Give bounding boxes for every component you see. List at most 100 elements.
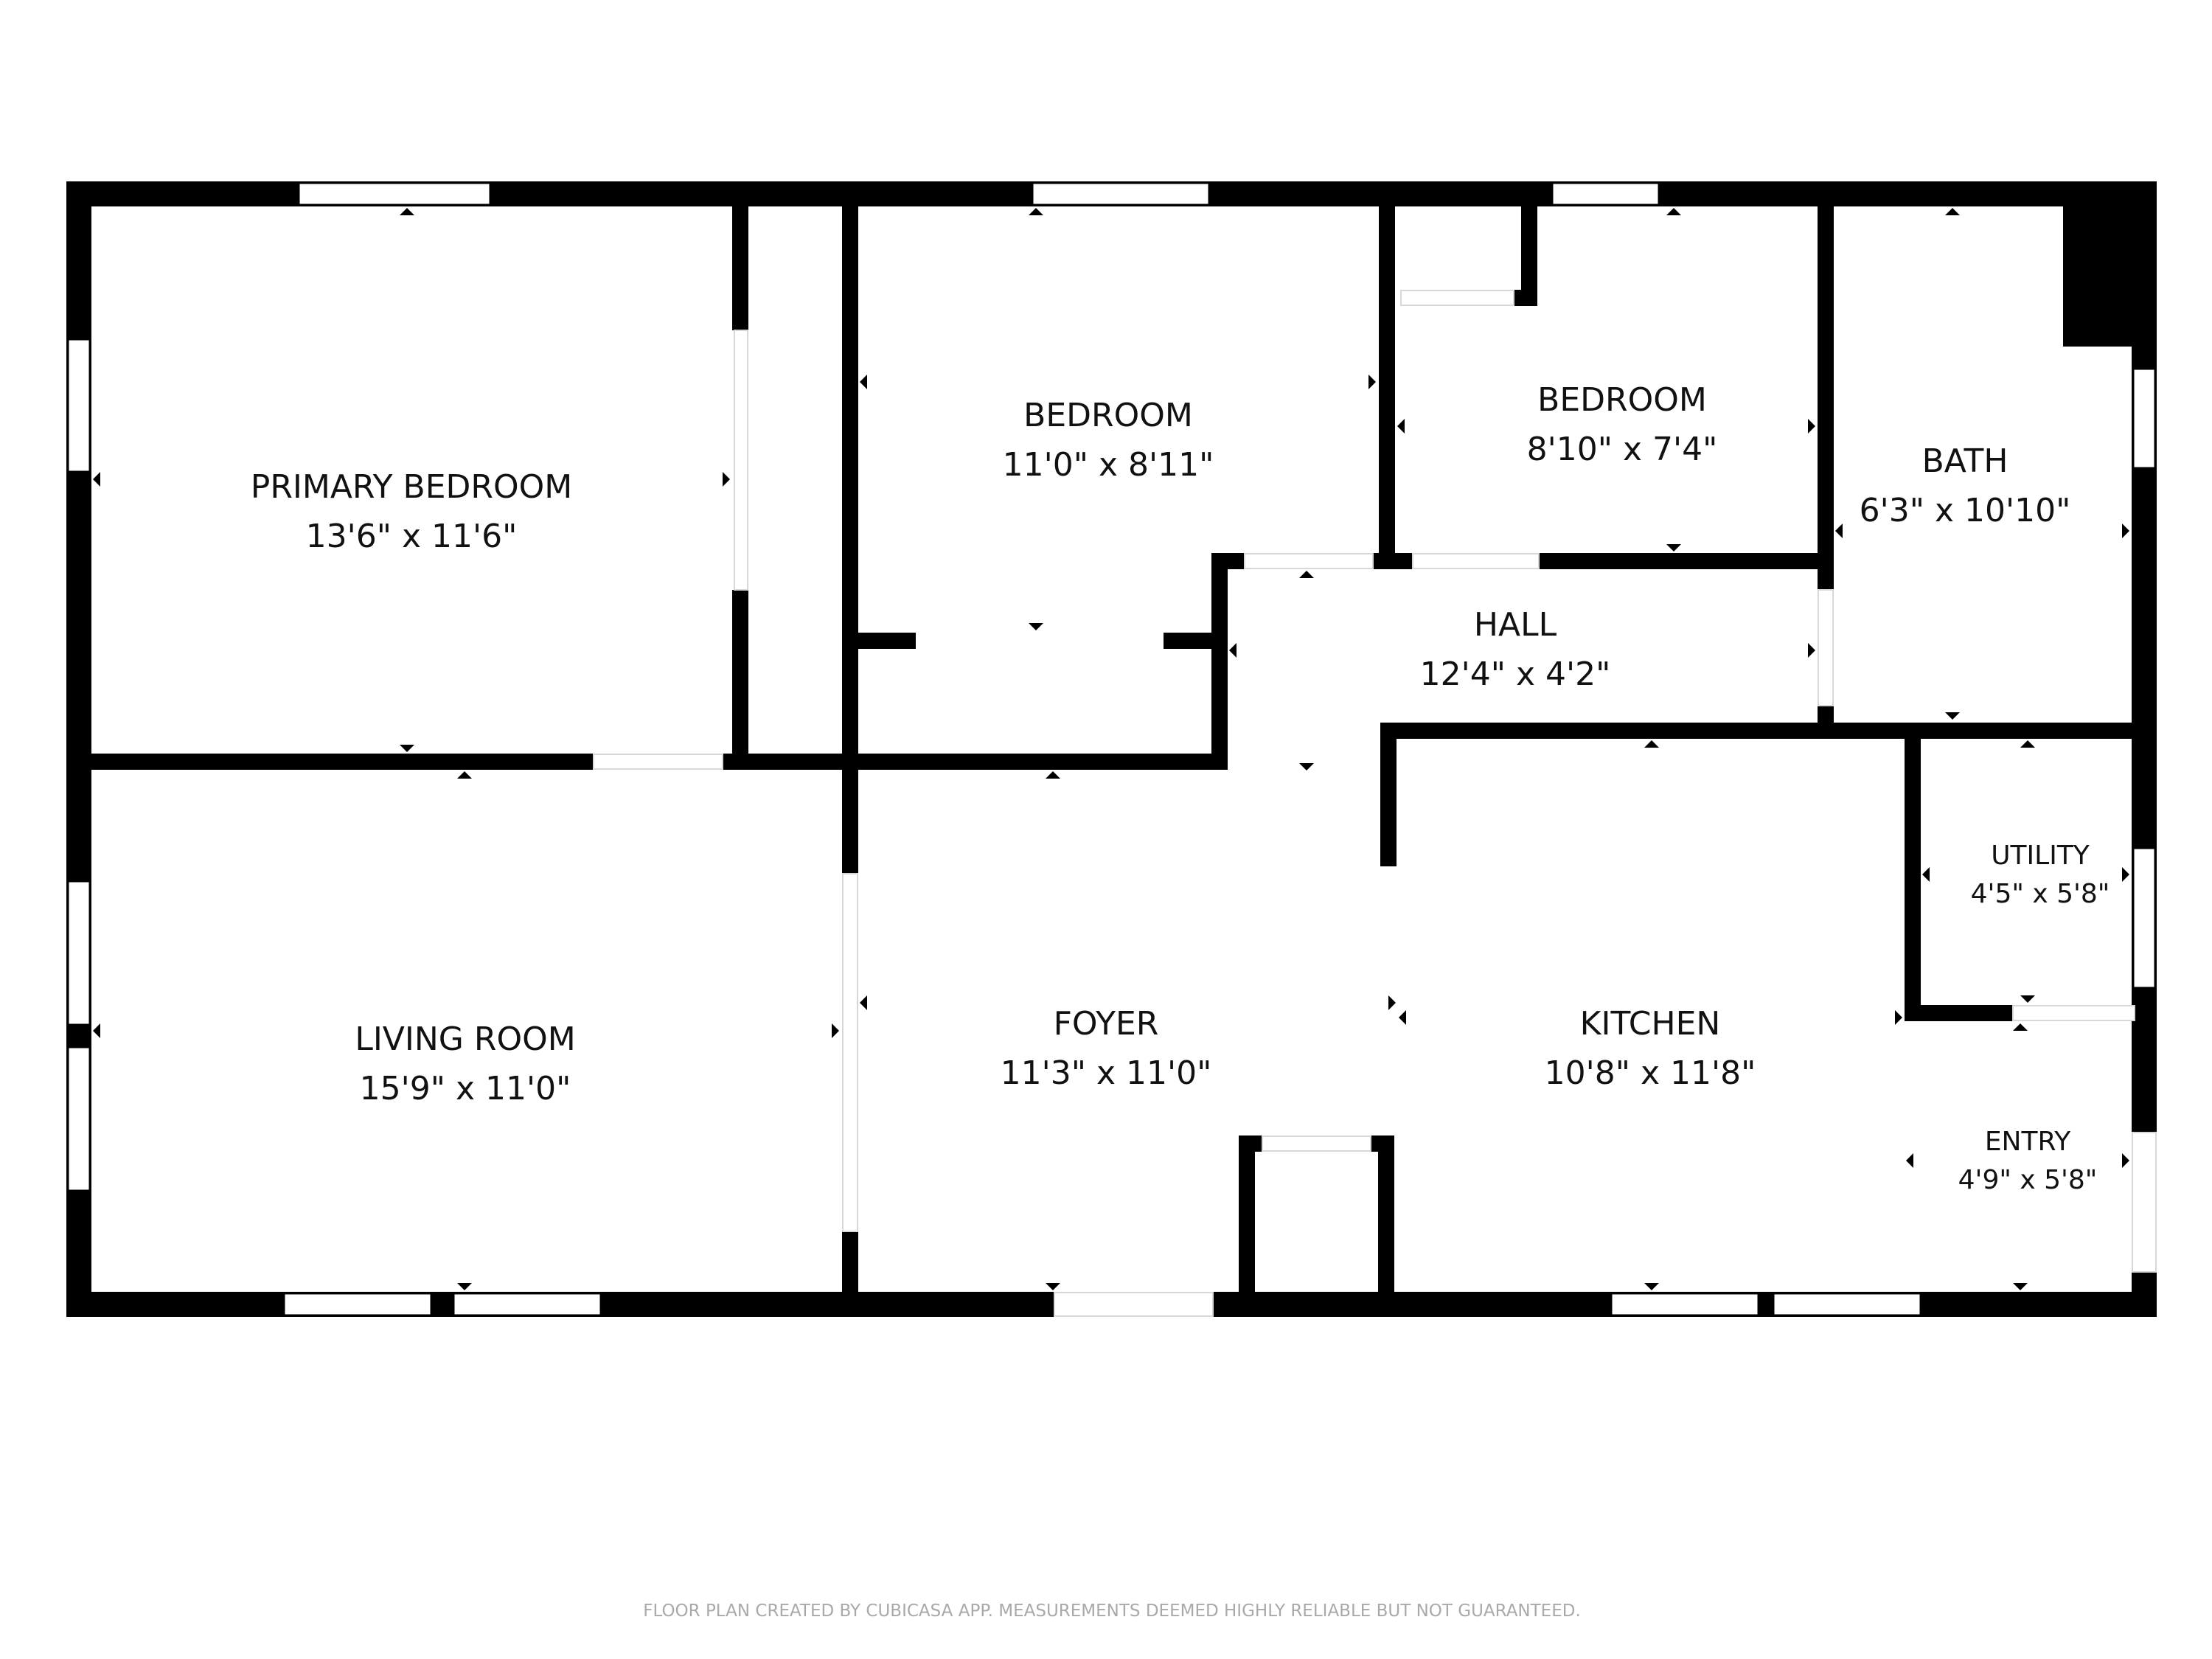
wall-foyer-closet-left [1239, 1135, 1255, 1317]
threshold [2012, 1005, 2135, 1021]
threshold [1054, 1292, 1214, 1317]
arrow-marker [1388, 995, 1396, 1010]
room-dimensions: 4'5" x 5'8" [1971, 879, 2110, 909]
arrow-marker [1808, 643, 1815, 658]
arrow-marker [1808, 419, 1815, 434]
arrow-marker [1644, 1283, 1659, 1290]
wall-closet-foyer [723, 754, 1228, 770]
room-dimensions: 13'6" x 11'6" [306, 518, 518, 555]
arrow-marker [1229, 643, 1237, 658]
wall-closet2-bottom [1514, 290, 1537, 306]
window [452, 1292, 602, 1317]
arrow-marker [2020, 995, 2035, 1003]
arrow-marker [457, 1283, 472, 1290]
outer-wall-right-lower [2132, 1272, 2157, 1317]
window [1772, 1292, 1922, 1317]
wall-primary-closet-lower [732, 590, 748, 759]
arrow-marker [93, 1023, 100, 1038]
threshold [1262, 1135, 1371, 1152]
arrow-marker [457, 771, 472, 779]
threshold [1244, 553, 1374, 569]
room-name: FOYER [1054, 1005, 1159, 1043]
wall-utility-left [1905, 737, 1921, 1021]
window [1031, 181, 1211, 206]
arrow-marker [1397, 419, 1405, 434]
wall-bedroom-hall [1211, 553, 1228, 770]
window [66, 880, 91, 1026]
room-dimensions: 12'4" x 4'2" [1420, 655, 1611, 693]
room-dimensions: 6'3" x 10'10" [1860, 492, 2071, 529]
wall-bath-left [1818, 206, 1834, 590]
wall-hall-top-mid [1373, 553, 1413, 569]
window [2132, 846, 2157, 990]
corner-block [2063, 181, 2157, 347]
room-name: BEDROOM [1023, 397, 1193, 434]
arrow-marker [1666, 208, 1681, 215]
windows [66, 181, 2157, 1317]
wall-living-foyer-lower [842, 1231, 858, 1312]
arrow-marker [1945, 208, 1960, 215]
arrow-marker [1046, 771, 1060, 779]
wall-foyer-closet-top-right [1371, 1135, 1394, 1152]
arrow-marker [2013, 1023, 2028, 1031]
threshold [1400, 290, 1514, 306]
threshold [842, 873, 858, 1232]
wall-hall-top-left [1211, 553, 1245, 569]
wall-closet-stub-right [1164, 633, 1214, 649]
arrow-marker [400, 745, 414, 752]
room-dimensions: 11'0" x 8'11" [1003, 446, 1214, 484]
wall-hall-top-right [1539, 553, 1820, 569]
wall-closet-stub-left [858, 633, 916, 649]
arrow-marker [1906, 1153, 1913, 1168]
wall-closet2-right [1521, 206, 1537, 306]
arrow-marker [1046, 1283, 1060, 1290]
threshold [1412, 553, 1540, 569]
arrow-marker [1299, 571, 1314, 578]
arrow-marker [1922, 867, 1930, 882]
wall-utility-bottom [1905, 1005, 2013, 1021]
dimension-markers [93, 208, 2129, 1290]
arrow-marker [1399, 1010, 1406, 1025]
room-name: PRIMARY BEDROOM [251, 468, 572, 506]
arrow-marker [2122, 867, 2129, 882]
window [1610, 1292, 1760, 1317]
room-labels: PRIMARY BEDROOM 13'6" x 11'6" BEDROOM 11… [251, 381, 2110, 1195]
room-name: LIVING ROOM [355, 1020, 575, 1058]
arrow-marker [2013, 1283, 2028, 1290]
room-name: HALL [1474, 606, 1557, 644]
room-dimensions: 4'9" x 5'8" [1958, 1165, 2098, 1195]
threshold [1818, 589, 1834, 706]
window [297, 181, 492, 206]
arrow-marker [2122, 1153, 2129, 1168]
arrow-marker [1945, 712, 1960, 720]
footer-disclaimer: FLOOR PLAN CREATED BY CUBICASA APP. MEAS… [643, 1601, 1581, 1621]
arrow-marker [860, 995, 867, 1010]
window [1551, 181, 1660, 206]
wall-primary-living [66, 754, 594, 770]
threshold [734, 330, 748, 591]
arrow-marker [2020, 740, 2035, 748]
threshold [2132, 1132, 2157, 1273]
threshold [593, 754, 723, 770]
room-name: UTILITY [1991, 841, 2090, 871]
arrow-marker [1029, 623, 1043, 630]
arrow-marker [2122, 524, 2129, 538]
room-dimensions: 11'3" x 11'0" [1001, 1054, 1212, 1092]
arrow-marker [400, 208, 414, 215]
window [66, 1046, 91, 1192]
room-dimensions: 8'10" x 7'4" [1527, 431, 1718, 468]
wall-hall-kitchen [1380, 723, 2157, 739]
room-name: BATH [1922, 442, 2008, 480]
window [66, 338, 91, 473]
arrow-marker [1299, 763, 1314, 771]
window [2132, 367, 2157, 470]
arrow-marker [723, 472, 730, 487]
arrow-marker [93, 472, 100, 487]
arrow-marker [1666, 544, 1681, 552]
wall-foyer-closet-top-left [1239, 1135, 1262, 1152]
wall-primary-closet-upper [732, 206, 748, 330]
wall-bedroom-left [842, 206, 858, 874]
arrow-marker [1368, 375, 1376, 389]
